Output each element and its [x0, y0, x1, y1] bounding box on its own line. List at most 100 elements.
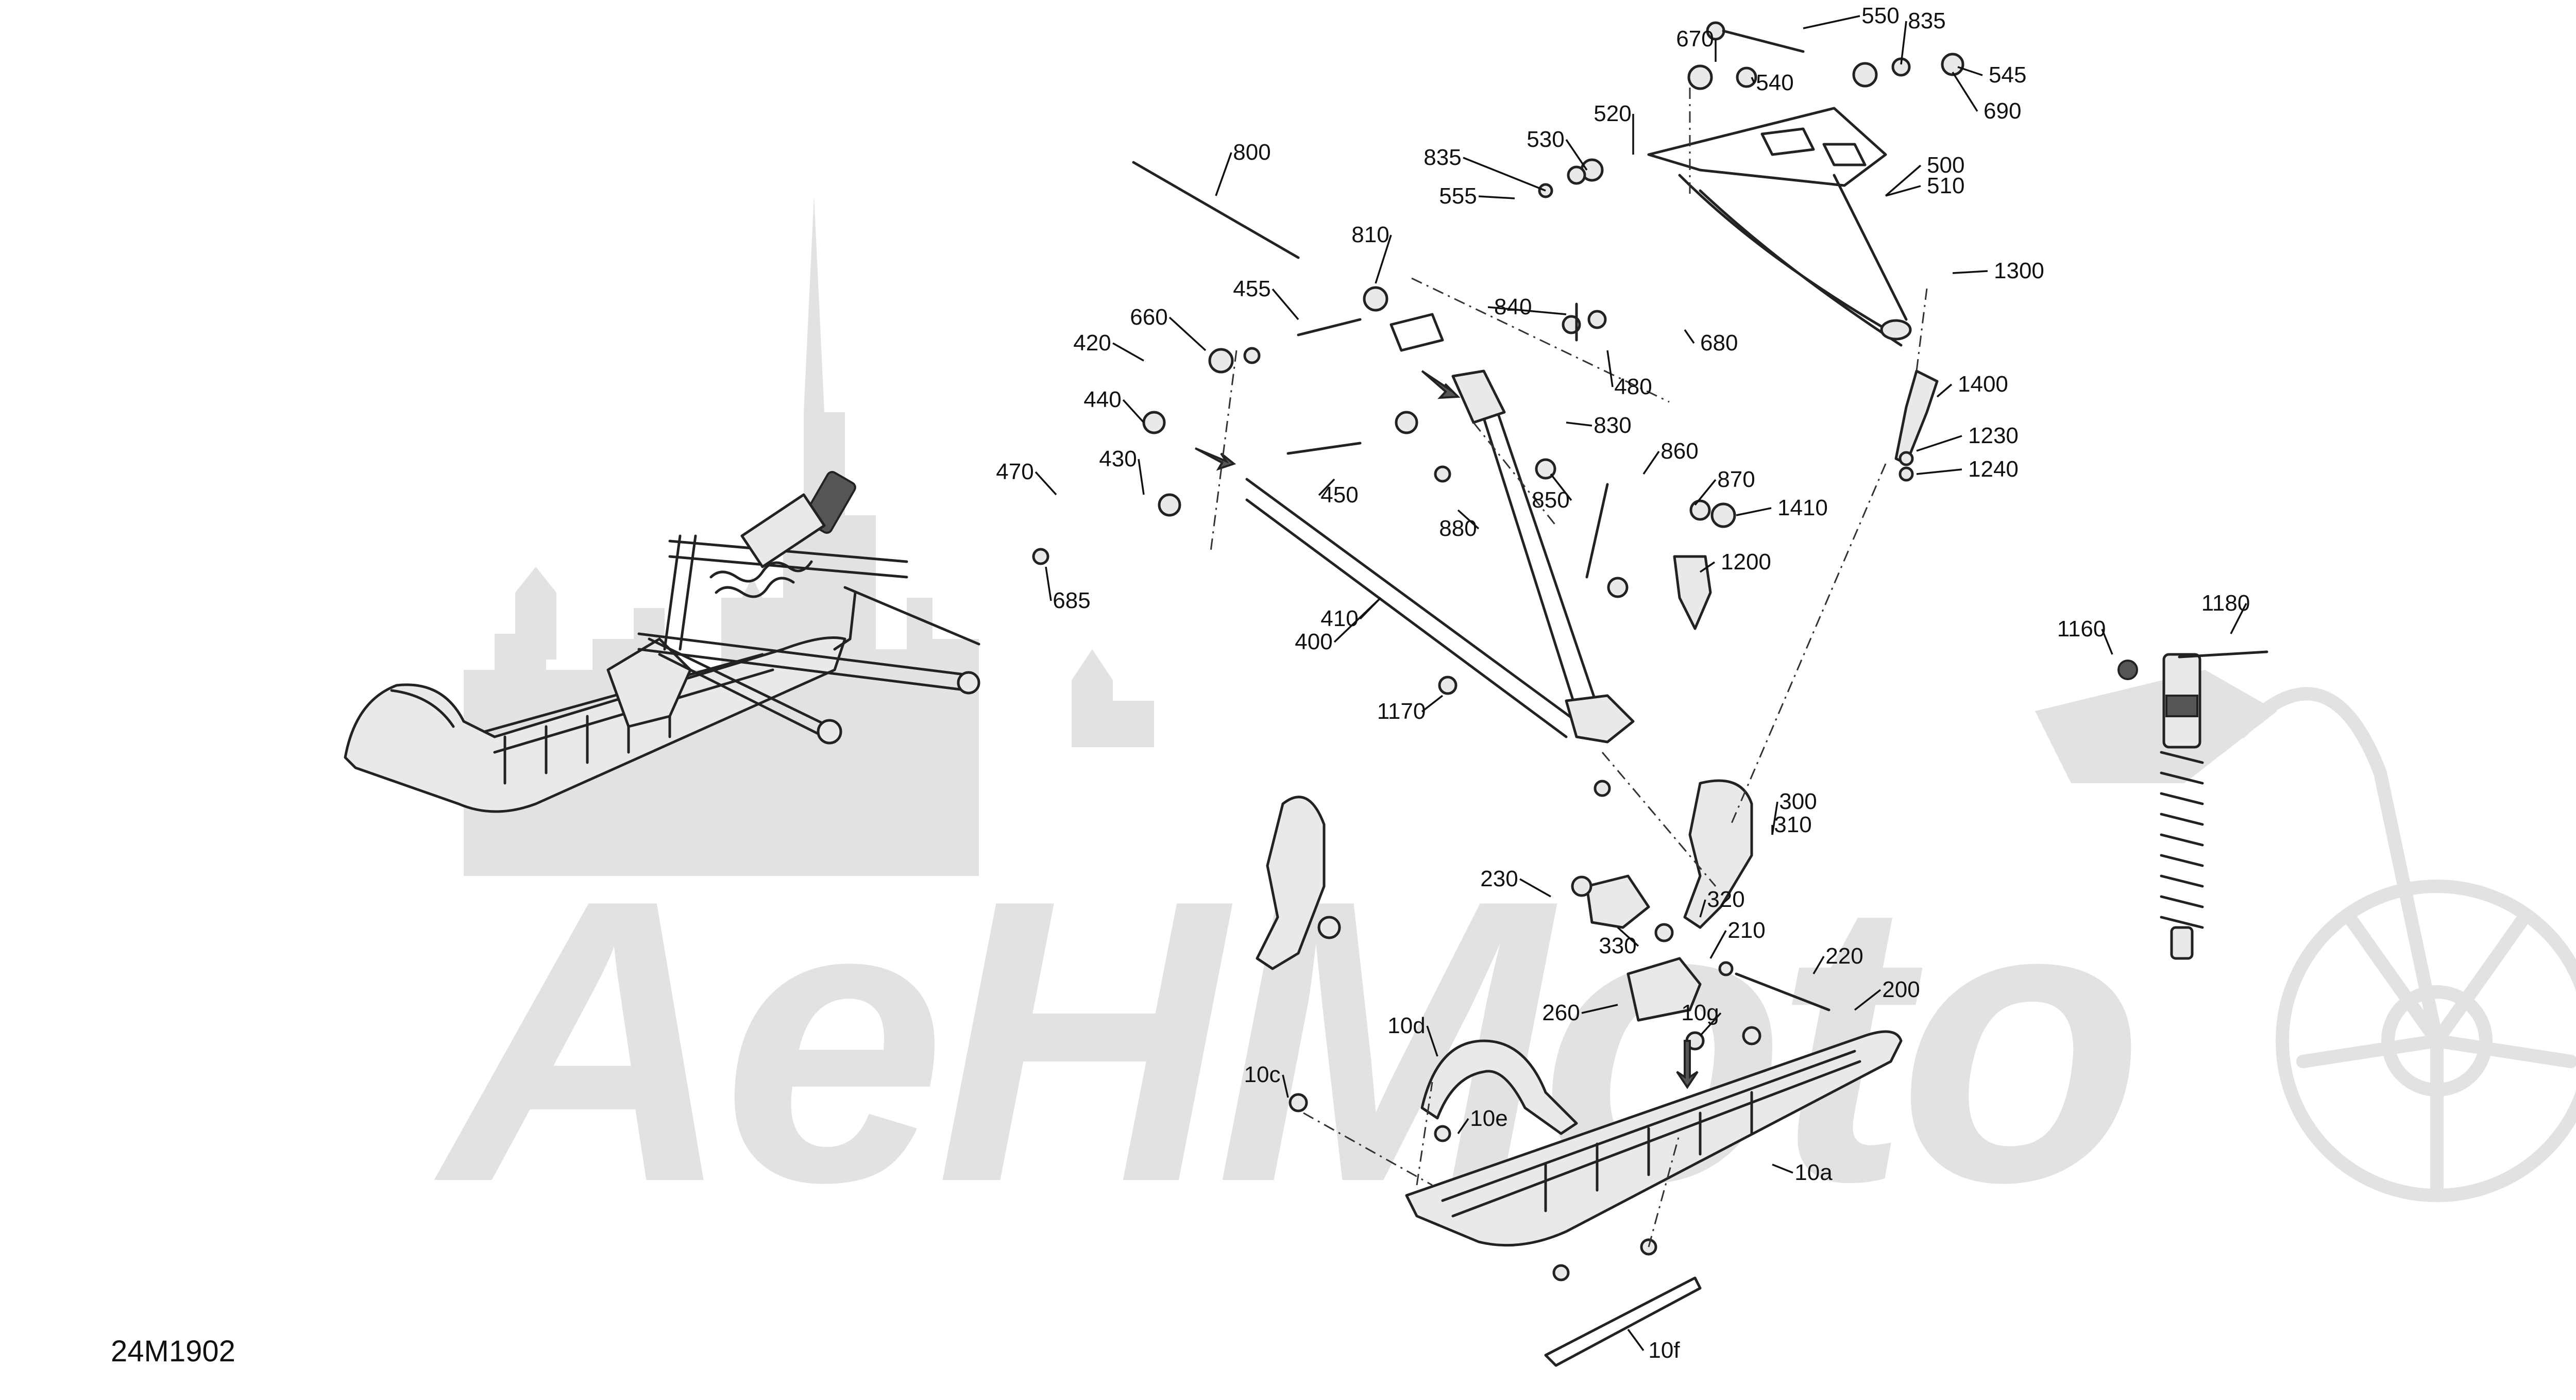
part-1200-ball-joint: [1673, 555, 1712, 630]
part-800-rod: [1132, 161, 1300, 259]
callout-300: 300: [1779, 789, 1817, 814]
assembled-suspension-illustration: [344, 471, 980, 813]
leader-line: [1168, 316, 1207, 351]
leader-line: [1952, 72, 1978, 112]
leader-line: [1885, 164, 1922, 197]
leader-line: [1421, 695, 1444, 713]
callout-480: 480: [1614, 374, 1652, 399]
leader-line: [1463, 157, 1546, 192]
callout-1180: 1180: [2201, 591, 2250, 616]
callout-510: 510: [1927, 173, 1964, 198]
callout-10a: 10a: [1794, 1160, 1833, 1185]
part-330-bracket: [1585, 874, 1650, 929]
callout-400: 400: [1295, 629, 1332, 654]
leader-line: [2101, 629, 2113, 655]
callout-420: 420: [1073, 330, 1111, 356]
callout-260: 260: [1542, 1000, 1580, 1025]
callout-530: 530: [1527, 127, 1564, 152]
callout-10g: 10g: [1681, 1000, 1719, 1025]
callout-455: 455: [1233, 276, 1270, 301]
callout-10f: 10f: [1648, 1338, 1680, 1363]
leader-line: [1112, 342, 1144, 362]
callout-200: 200: [1882, 977, 1920, 1002]
leader-line: [1457, 1118, 1469, 1134]
part-860-link: [1585, 483, 1609, 579]
direction-arrow: [1421, 370, 1461, 399]
leader-line: [1457, 509, 1480, 530]
part-1160-nut: [2117, 660, 2138, 680]
leader-line: [1751, 77, 1755, 83]
callout-1200: 1200: [1721, 549, 1771, 575]
callout-690: 690: [1984, 98, 2021, 124]
leader-line: [1478, 195, 1515, 199]
callout-810: 810: [1351, 222, 1389, 247]
callout-1400: 1400: [1958, 372, 2008, 397]
callout-330: 330: [1599, 933, 1636, 958]
callout-1410: 1410: [1777, 495, 1828, 520]
callout-685: 685: [1053, 588, 1090, 613]
leader-line: [1642, 451, 1660, 475]
leader-line: [1627, 1328, 1645, 1352]
watermark-motorcycle: [2035, 670, 2576, 1202]
callout-830: 830: [1594, 413, 1631, 438]
callout-430: 430: [1099, 446, 1137, 471]
leader-line: [1812, 956, 1825, 974]
leader-line: [1854, 989, 1882, 1011]
leader-line: [1699, 1012, 1722, 1037]
part-1180-shock: [2160, 653, 2204, 960]
leader-line: [1215, 152, 1232, 196]
leader-line: [1487, 306, 1567, 315]
callouts: 10a10c10d10e10f10g2002102202302603003103…: [996, 3, 2250, 1363]
callout-220: 220: [1825, 943, 1863, 969]
leader-line: [1936, 383, 1953, 398]
leader-line: [1272, 288, 1299, 321]
part-400-lower-a-arm: [1245, 313, 1635, 744]
callout-660: 660: [1130, 305, 1167, 330]
callout-850: 850: [1532, 487, 1569, 513]
callout-450: 450: [1320, 482, 1358, 508]
callout-860: 860: [1660, 438, 1698, 464]
leader-line: [1900, 21, 1907, 65]
callout-1240: 1240: [1968, 457, 2019, 482]
leader-line: [1952, 270, 1988, 274]
part-10a-ski: [1405, 1030, 1903, 1247]
callout-520: 520: [1594, 101, 1631, 126]
watermark: AeHMoto: [430, 196, 2576, 1266]
callout-1160: 1160: [2057, 616, 2106, 642]
leader-line: [1709, 930, 1727, 959]
leader-line: [1606, 350, 1614, 387]
leader-line: [1736, 507, 1772, 516]
leader-line: [1617, 926, 1639, 947]
part-10f-runner: [1544, 1276, 1702, 1367]
leader-line: [1550, 473, 1572, 501]
part-1400-rod-end: [1894, 369, 1939, 465]
part-spindle-left: [1256, 796, 1326, 970]
leader-line: [1045, 566, 1052, 601]
leader-line: [1581, 1004, 1618, 1014]
leader-line: [1957, 66, 1983, 76]
leader-line: [1772, 1163, 1793, 1174]
callout-870: 870: [1717, 467, 1755, 492]
leader-line: [1282, 1074, 1289, 1098]
callout-550: 550: [1861, 3, 1899, 28]
callout-1300: 1300: [1994, 258, 2044, 283]
figure-code: 24M1902: [111, 1335, 235, 1368]
leader-line: [1122, 399, 1145, 424]
callout-545: 545: [1989, 62, 2026, 88]
callout-320: 320: [1707, 887, 1744, 912]
callout-210: 210: [1727, 918, 1765, 943]
callout-230: 230: [1480, 866, 1518, 891]
leader-line: [1566, 421, 1592, 427]
callout-10c: 10c: [1244, 1062, 1281, 1087]
hardware: [1032, 21, 1964, 1281]
leader-line: [1916, 468, 1962, 475]
leader-line: [1318, 478, 1335, 496]
assembled-steering-rod: [843, 586, 980, 646]
leader-line: [1138, 459, 1145, 495]
part-10d-handle: [1420, 1039, 1578, 1135]
callout-310: 310: [1774, 812, 1811, 837]
assembled-shock: [709, 471, 856, 598]
callout-10d: 10d: [1387, 1013, 1425, 1038]
